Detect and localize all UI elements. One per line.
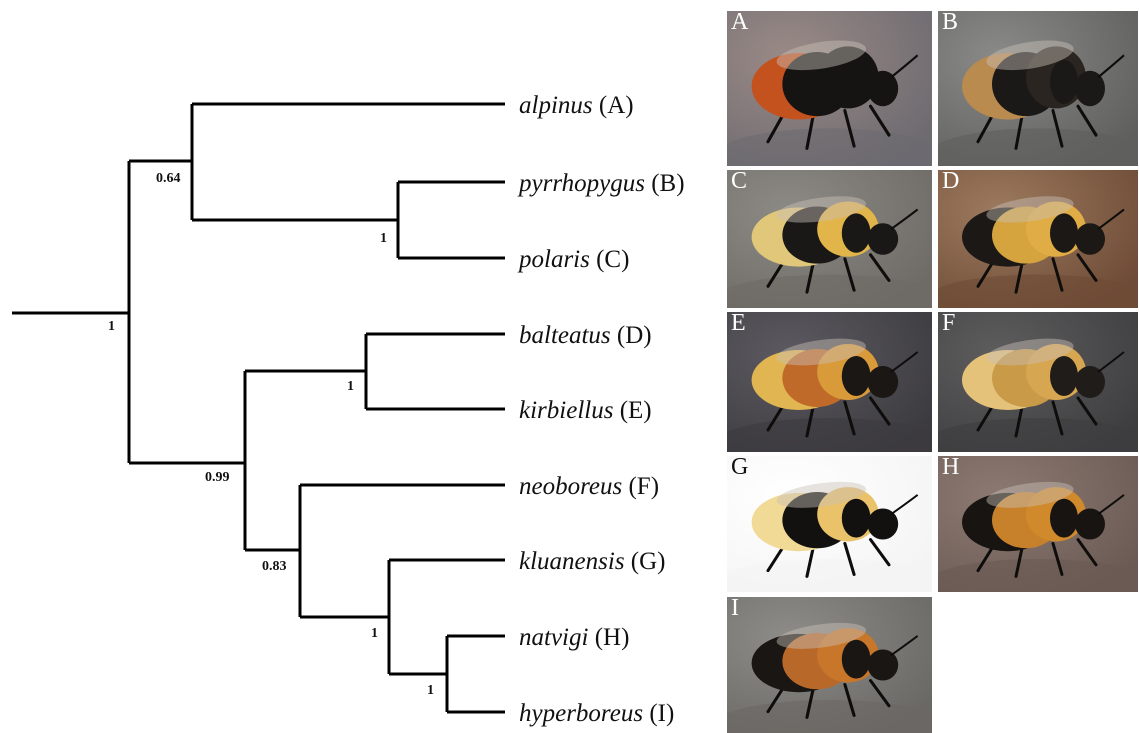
bee-thorax-stripe	[1050, 499, 1078, 538]
bee-thorax-stripe	[842, 640, 871, 679]
rock-surface	[727, 128, 932, 166]
photo-panel-e: E	[727, 312, 932, 452]
support-value-lower: 0.99	[205, 470, 230, 485]
photo-panel-b: B	[938, 11, 1138, 166]
bee-antenna	[891, 209, 918, 229]
bee-thorax-stripe	[1050, 356, 1078, 396]
bee-thorax-stripe	[842, 356, 871, 396]
photo-panel-label: H	[942, 456, 959, 481]
photo-panel-label: C	[731, 170, 747, 195]
photo-panel-label: D	[942, 170, 959, 195]
photo-panel-label: F	[942, 312, 955, 337]
bee-antenna	[891, 495, 918, 514]
rock-surface	[938, 418, 1138, 452]
photo-panel-label: I	[731, 597, 739, 622]
taxon-label-neoboreus: neoboreus (F)	[519, 473, 659, 500]
photo-panel-label: G	[731, 456, 748, 481]
bee-antenna	[891, 636, 918, 655]
bee-illustration	[938, 11, 1138, 166]
photo-panel-label: A	[731, 11, 748, 36]
bee-antenna	[1098, 209, 1124, 229]
photo-panel-g: G	[727, 456, 932, 592]
photo-panel-label: E	[731, 312, 746, 337]
bee-illustration	[727, 170, 932, 308]
support-value-hi: 1	[427, 683, 434, 698]
photo-panel-h: H	[938, 456, 1138, 592]
bee-illustration	[727, 456, 932, 592]
bee-illustration	[727, 597, 932, 733]
tree-branches	[12, 104, 505, 712]
taxon-label-kirbiellus: kirbiellus (E)	[519, 397, 652, 424]
photo-panel-label: B	[942, 11, 958, 36]
support-value-root: 1	[108, 319, 115, 334]
rock-surface	[727, 418, 932, 452]
support-value-de: 1	[347, 379, 354, 394]
rock-surface	[938, 128, 1138, 166]
support-value-fghi: 0.83	[262, 559, 287, 574]
bee-illustration	[938, 456, 1138, 592]
bee-illustration	[938, 312, 1138, 452]
taxon-label-alpinus: alpinus (A)	[519, 92, 634, 119]
rock-surface	[938, 274, 1138, 308]
rock-surface	[727, 274, 932, 308]
bee-illustration	[938, 170, 1138, 308]
phylogenetic-tree: alpinus (A) pyrrhopygus (B) polaris (C) …	[0, 0, 720, 733]
bee-antenna	[1098, 55, 1124, 77]
taxon-label-natvigi: natvigi (H)	[519, 624, 629, 651]
rock-surface	[938, 559, 1138, 592]
support-value-bc: 1	[380, 231, 387, 246]
taxon-label-kluanensis: kluanensis (G)	[519, 548, 666, 575]
support-value-ghi: 1	[371, 626, 378, 641]
photo-panel-d: D	[938, 170, 1138, 308]
bee-antenna	[1098, 495, 1124, 514]
taxon-label-hyperboreus: hyperboreus (I)	[519, 700, 674, 727]
photo-panel-c: C	[727, 170, 932, 308]
photo-panel-i: I	[727, 597, 932, 733]
bee-antenna	[891, 352, 918, 372]
bee-illustration	[727, 11, 932, 166]
bee-thorax-stripe	[1050, 213, 1078, 252]
taxon-label-balteatus: balteatus (D)	[519, 322, 652, 349]
bee-antenna	[1098, 352, 1124, 372]
bee-illustration	[727, 312, 932, 452]
taxon-label-polaris: polaris (C)	[517, 246, 629, 273]
bee-thorax-stripe	[842, 213, 871, 252]
rock-surface	[727, 700, 932, 733]
taxon-label-pyrrhopygus: pyrrhopygus (B)	[517, 170, 685, 197]
support-value-abc: 0.64	[156, 171, 181, 186]
bee-antenna	[891, 55, 918, 77]
bee-thorax-stripe	[842, 60, 871, 104]
bee-thorax-stripe	[1050, 60, 1078, 104]
photo-panel-f: F	[938, 312, 1138, 452]
bee-thorax-stripe	[842, 499, 871, 538]
rock-surface	[727, 559, 932, 592]
photo-panel-a: A	[727, 11, 932, 166]
